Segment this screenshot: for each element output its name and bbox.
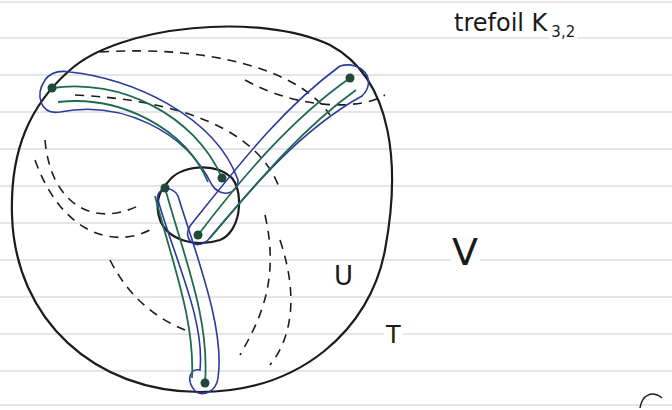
handwritten-label: 3,2 bbox=[549, 24, 577, 41]
handwritten-label: T bbox=[384, 322, 403, 348]
torus-outline bbox=[12, 27, 392, 392]
stray-mark bbox=[640, 394, 662, 408]
blue-bands bbox=[40, 65, 368, 394]
handwritten-label: U bbox=[332, 262, 355, 291]
trefoil-strands bbox=[52, 78, 356, 383]
handwritten-label: V bbox=[450, 232, 480, 274]
hidden-strands bbox=[35, 51, 385, 365]
strand-dots bbox=[48, 74, 355, 388]
handwritten-label: trefoil K bbox=[452, 10, 549, 36]
